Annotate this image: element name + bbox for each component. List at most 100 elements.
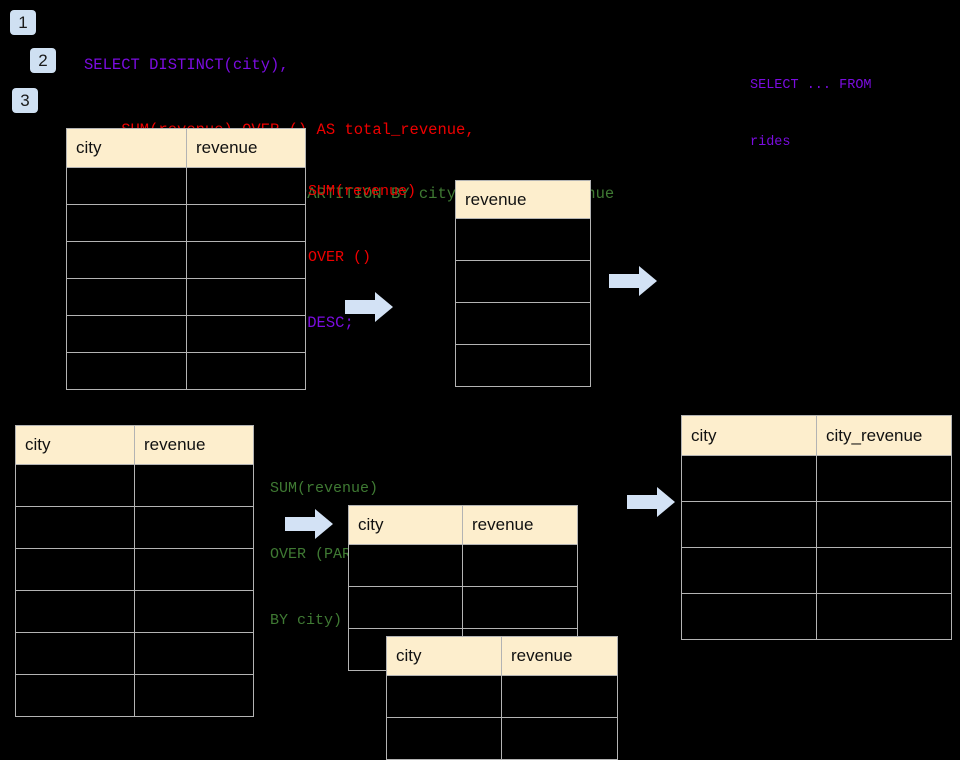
column-header-city: city (386, 636, 502, 676)
table-row (348, 586, 578, 629)
cell-revenue (134, 506, 254, 549)
cell-revenue (462, 544, 578, 587)
table-row (66, 278, 306, 316)
cell-revenue (186, 315, 306, 353)
step-badge-2: 2 (30, 48, 56, 73)
cell-revenue (134, 674, 254, 717)
column-header-city: city (15, 425, 135, 465)
cell-city (66, 352, 187, 390)
table-row (15, 674, 254, 717)
cell-revenue (186, 241, 306, 279)
table-row (15, 632, 254, 675)
cell-city (15, 632, 135, 675)
cell-city (348, 586, 463, 629)
cell-revenue (186, 167, 306, 205)
cell-city-revenue (816, 455, 952, 502)
column-header-city-revenue: city_revenue (816, 415, 952, 456)
cell-revenue (462, 586, 578, 629)
table-row (15, 506, 254, 549)
arrow-total-to-result-icon (609, 266, 657, 296)
side-query-label: SELECT ... FROM rides (750, 38, 872, 190)
cell-revenue (501, 717, 618, 760)
cell-city-revenue (816, 593, 952, 640)
cell-city (15, 506, 135, 549)
table-row (681, 547, 952, 594)
cell-revenue (501, 675, 618, 718)
side-query-line-1: SELECT ... FROM (750, 78, 872, 93)
annotation-total-revenue-line-2: OVER () (308, 249, 372, 266)
table-header-row: city revenue (348, 505, 578, 545)
table-row (386, 717, 618, 760)
table-row (66, 241, 306, 279)
cell-city (66, 167, 187, 205)
table-partition-b: city revenue (386, 636, 618, 760)
table-row (15, 548, 254, 591)
cell-city (348, 544, 463, 587)
cell-revenue (134, 632, 254, 675)
cell-city (681, 593, 817, 640)
cell-revenue (134, 464, 254, 507)
cell-revenue (186, 204, 306, 242)
table-row (66, 315, 306, 353)
cell-revenue (455, 260, 591, 303)
cell-revenue (455, 218, 591, 261)
cell-city (681, 455, 817, 502)
cell-revenue (134, 548, 254, 591)
column-header-city: city (348, 505, 463, 545)
cell-city (15, 464, 135, 507)
side-query-line-2: rides (750, 135, 791, 150)
annotation-city-revenue-line-1: SUM(revenue) (270, 480, 379, 497)
cell-city (66, 241, 187, 279)
table-row (455, 344, 591, 387)
cell-revenue (186, 352, 306, 390)
table-header-row: city revenue (66, 128, 306, 168)
table-header-row: city revenue (15, 425, 254, 465)
table-result: city city_revenue (681, 415, 952, 640)
cell-city (66, 204, 187, 242)
cell-city (386, 675, 502, 718)
cell-city (681, 501, 817, 548)
column-header-revenue: revenue (501, 636, 618, 676)
table-header-row: city city_revenue (681, 415, 952, 456)
annotation-total-revenue-line-1: SUM(revenue) (308, 183, 417, 200)
table-row (386, 675, 618, 718)
cell-city (66, 278, 187, 316)
table-row (66, 167, 306, 205)
table-row (681, 455, 952, 502)
annotation-city-revenue-line-3: BY city) (270, 612, 343, 629)
cell-revenue (186, 278, 306, 316)
cell-revenue (455, 344, 591, 387)
arrow-source-to-total-icon (345, 292, 393, 322)
column-header-revenue: revenue (186, 128, 306, 168)
arrow-partition-to-result-icon (627, 487, 675, 517)
table-row (66, 204, 306, 242)
column-header-city: city (681, 415, 817, 456)
diagram-canvas: 1 2 3 SELECT DISTINCT(city), SUM(revenue… (10, 10, 952, 760)
cell-city (15, 590, 135, 633)
cell-city (15, 674, 135, 717)
table-row (681, 501, 952, 548)
step-badge-1: 1 (10, 10, 36, 35)
annotation-total-revenue: SUM(revenue) OVER () (308, 137, 416, 313)
cell-city (15, 548, 135, 591)
step-badge-3: 3 (12, 88, 38, 113)
table-source-bottom: city revenue (15, 425, 254, 717)
cell-revenue (455, 302, 591, 345)
table-row (455, 302, 591, 345)
table-header-row: revenue (455, 180, 591, 219)
table-row (455, 260, 591, 303)
table-row (66, 352, 306, 390)
column-header-revenue: revenue (462, 505, 578, 545)
arrow-source-to-partition-icon (285, 509, 333, 539)
cell-revenue (134, 590, 254, 633)
sql-line-1: SELECT DISTINCT(city), (84, 56, 289, 74)
table-source-top: city revenue (66, 128, 306, 390)
cell-city-revenue (816, 547, 952, 594)
table-row (15, 590, 254, 633)
column-header-city: city (66, 128, 187, 168)
cell-city-revenue (816, 501, 952, 548)
table-row (681, 593, 952, 640)
table-header-row: city revenue (386, 636, 618, 676)
cell-city (66, 315, 187, 353)
cell-city (681, 547, 817, 594)
